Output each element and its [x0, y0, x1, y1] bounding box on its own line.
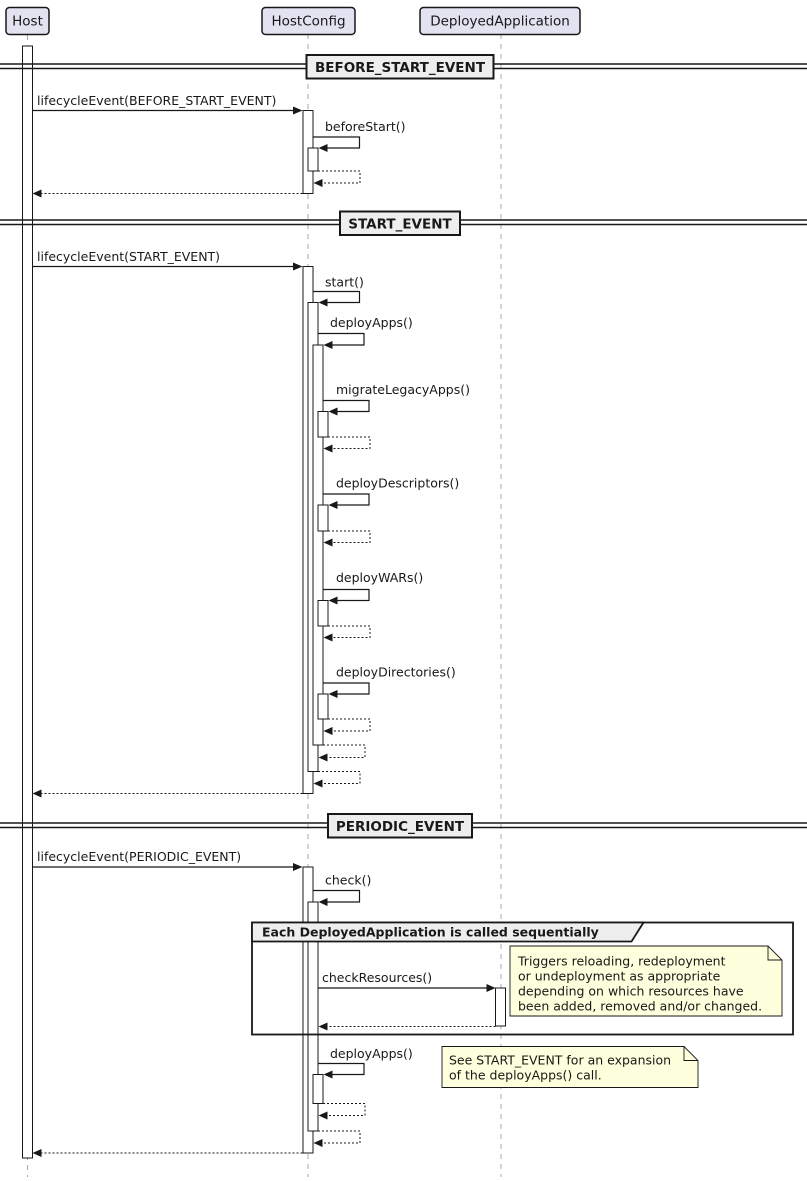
arrowhead-icon: [313, 179, 323, 187]
return-deploy-descriptors-line: [328, 530, 371, 543]
arrowhead-icon: [32, 189, 42, 198]
return-before-start-line: [318, 170, 361, 184]
activation-bar-hostconfig-l4: [317, 411, 329, 438]
message-migrate-legacy-apps-line: [323, 399, 370, 413]
arrowhead-icon: [318, 753, 328, 762]
activation-bar-hostconfig-l4: [317, 504, 329, 532]
divider-label: START_EVENT: [348, 217, 452, 233]
arrowhead-icon: [323, 633, 333, 642]
message-lifecycle-start-label: lifecycleEvent(START_EVENT): [37, 249, 220, 264]
activation-bar-hostconfig-l3: [312, 344, 324, 746]
message-lifecycle-before-start-label: lifecycleEvent(BEFORE_START_EVENT): [37, 93, 276, 108]
activation-bar-hostconfig-l4: [317, 693, 329, 720]
group-frame-header: [251, 921, 646, 943]
participant-box: [419, 6, 581, 36]
message-deploy-wars-label: deployWARs(): [336, 570, 423, 585]
note-check-resources: [509, 945, 783, 1017]
activation-bar-host: [22, 45, 33, 1159]
message-deploy-descriptors-label: deployDescriptors(): [336, 476, 459, 491]
divider-label: PERIODIC_EVENT: [336, 819, 465, 835]
message-deploy-descriptors-line: [323, 493, 370, 506]
arrowhead-icon: [323, 444, 333, 453]
participant-label: Host: [12, 14, 43, 30]
arrowhead-icon: [293, 863, 303, 871]
arrowhead-icon: [318, 898, 328, 906]
activation-bar-deployedapplication: [495, 987, 506, 1027]
arrowhead-icon: [328, 690, 338, 698]
message-deploy-apps-line: [318, 332, 365, 346]
divider-box: [339, 210, 461, 236]
arrowhead-icon: [313, 1139, 323, 1147]
return-deploy-wars-line: [328, 625, 371, 638]
divider-box: [327, 813, 473, 839]
note-fold-icon: [767, 946, 782, 961]
note-fold-icon: [683, 1046, 698, 1061]
message-check-label: check(): [325, 873, 371, 888]
arrowhead-icon: [293, 106, 303, 115]
message-lifecycle-periodic-label: lifecycleEvent(PERIODIC_EVENT): [37, 849, 241, 864]
arrowhead-icon: [486, 984, 496, 992]
participant-label: DeployedApplication: [430, 14, 570, 30]
participant-hostconfig: HostConfig: [261, 6, 356, 36]
note-deploy-apps-line-1: See START_EVENT for an expansion: [449, 1053, 671, 1068]
return-check-line: [318, 1130, 361, 1144]
note-check-resources-line-2: or undeployment as appropriate: [518, 969, 721, 984]
participant-box: [261, 6, 356, 36]
arrowhead-icon: [32, 789, 42, 798]
arrowhead-icon: [318, 1022, 328, 1031]
arrowhead-icon: [323, 727, 333, 735]
participant-label: HostConfig: [271, 14, 345, 30]
group-label: Each DeployedApplication is called seque…: [262, 925, 599, 940]
note-check-resources-line-4: been added, removed and/or changed.: [518, 999, 762, 1014]
message-start-line: [313, 290, 361, 304]
note-deploy-apps-line-2: of the deployApps() call.: [449, 1068, 602, 1083]
arrowhead-icon: [32, 1149, 42, 1157]
note-check-resources-line-3: depending on which resources have: [518, 984, 744, 999]
participant-host: Host: [5, 6, 50, 36]
activation-bar-hostconfig-l3: [312, 1074, 324, 1104]
divider-start-event: START_EVENT: [0, 210, 807, 236]
return-migrate-legacy-apps-line: [328, 436, 371, 449]
return-start-line: [318, 771, 361, 784]
divider-periodic-event: PERIODIC_EVENT: [0, 813, 807, 839]
message-migrate-legacy-apps-label: migrateLegacyApps(): [336, 382, 470, 397]
message-before-start-line: [313, 136, 361, 149]
participant-box: [5, 6, 50, 36]
return-deploy-directories-line: [328, 718, 371, 732]
return-deploy-apps-periodic-line: [323, 1103, 366, 1116]
activation-bar-hostconfig-l4: [317, 600, 329, 627]
arrowhead-icon: [323, 341, 333, 349]
arrowhead-icon: [328, 596, 338, 605]
arrowhead-icon: [323, 538, 333, 547]
message-deploy-wars-line: [323, 588, 370, 602]
arrowhead-icon: [313, 779, 323, 788]
arrowhead-icon: [323, 1070, 333, 1079]
divider-box: [305, 54, 495, 80]
message-deploy-directories-label: deployDirectories(): [336, 665, 456, 680]
arrowhead-icon: [318, 144, 328, 152]
message-deploy-directories-line: [323, 682, 370, 695]
participant-deployedapplication: DeployedApplication: [419, 6, 581, 36]
arrowhead-icon: [328, 501, 338, 509]
arrowhead-icon: [318, 298, 328, 307]
activation-bar-hostconfig-l2: [307, 147, 319, 172]
note-deploy-apps: [441, 1046, 699, 1088]
message-deploy-apps-label: deployApps(): [330, 315, 413, 330]
note-check-resources-line-1: Triggers reloading, redeployment: [517, 954, 726, 969]
divider-before-start-event: BEFORE_START_EVENT: [0, 54, 807, 80]
message-start-label: start(): [325, 275, 364, 290]
return-deploy-apps-line: [323, 744, 366, 758]
arrowhead-icon: [293, 262, 303, 271]
arrowhead-icon: [318, 1111, 328, 1120]
message-deploy-apps-periodic-label: deployApps(): [330, 1046, 413, 1061]
message-before-start-label: beforeStart(): [325, 119, 406, 134]
activation-bar-hostconfig-l2: [307, 901, 319, 1132]
arrowhead-icon: [328, 407, 338, 416]
message-check-resources-label: checkResources(): [322, 970, 432, 985]
message-check-line: [313, 889, 361, 903]
message-deploy-apps-periodic-line: [318, 1062, 365, 1076]
divider-label: BEFORE_START_EVENT: [315, 60, 486, 76]
